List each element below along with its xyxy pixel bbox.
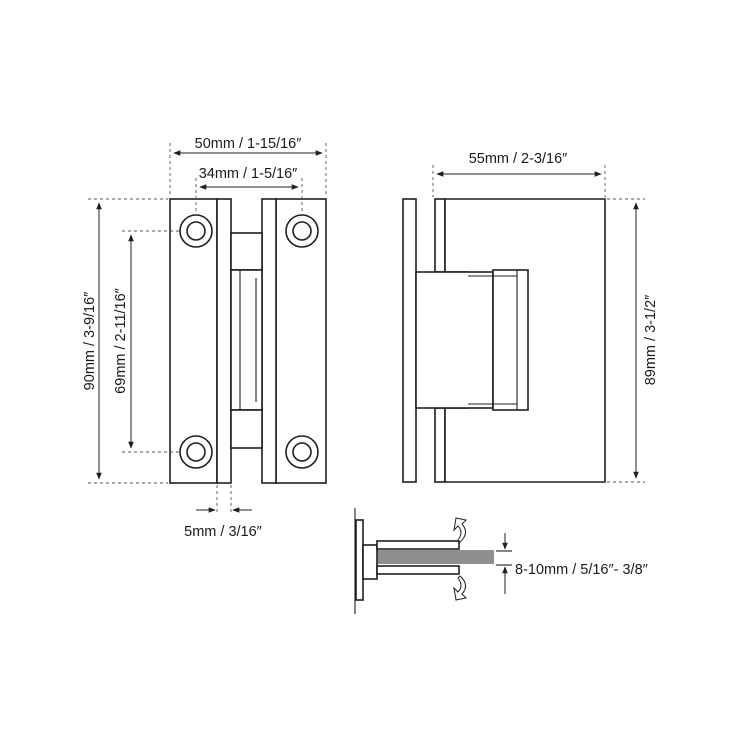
dim-side-height: 89mm / 3-1/2″ [643, 295, 659, 386]
wall-plate [402, 198, 417, 483]
screw-hole-top-left [179, 214, 213, 248]
pivot-body [415, 271, 494, 409]
screw-hole-bottom-left [179, 435, 213, 469]
dim-hole-spacing-width: 34mm / 1-5/16″ [199, 166, 298, 182]
detail-clamp-lower [376, 565, 460, 575]
left-inner-strip [216, 198, 232, 484]
detail-glass-panel [377, 550, 494, 564]
side-view [402, 165, 645, 483]
front-view [88, 143, 327, 515]
screw-hole-bottom-right [285, 435, 319, 469]
pivot-cap [492, 269, 529, 411]
rotate-arrow-down-icon [453, 575, 468, 601]
dim-hole-spacing-height: 69mm / 2-11/16″ [113, 288, 129, 394]
dim-overall-width: 50mm / 1-15/16″ [195, 136, 302, 152]
center-body-mid [230, 269, 263, 411]
dim-side-width: 55mm / 2-3/16″ [469, 151, 568, 167]
glass-clamp-top-strip [434, 198, 446, 273]
center-body-top [230, 232, 263, 271]
detail-clamp-upper [376, 540, 460, 550]
right-inner-strip [261, 198, 277, 484]
detail-pivot [362, 544, 378, 580]
detail-view [354, 508, 512, 614]
glass-clamp-bottom-strip [434, 407, 446, 483]
screw-hole-top-right [285, 214, 319, 248]
dim-gap: 5mm / 3/16″ [184, 524, 262, 540]
center-body-bottom [230, 409, 263, 449]
dim-glass-thickness: 8-10mm / 5/16″- 3/8″ [515, 562, 648, 578]
detail-wall-plate [355, 519, 364, 601]
dim-overall-height: 90mm / 3-9/16″ [82, 292, 98, 391]
rotate-arrow-up-icon [453, 517, 468, 543]
